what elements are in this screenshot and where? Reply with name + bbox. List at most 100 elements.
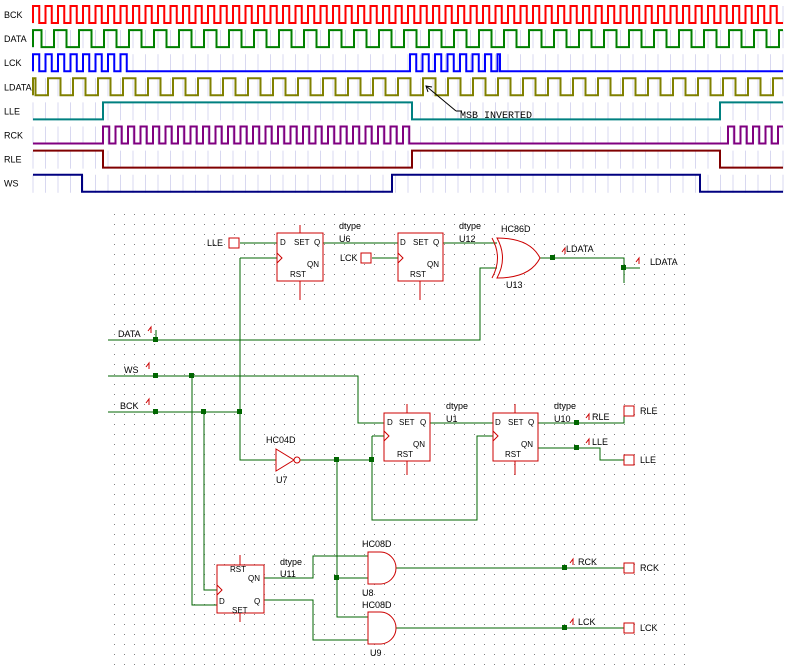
flipflop-u10[interactable]: D SET Q QN RST dtype U10 bbox=[492, 401, 576, 475]
svg-text:RST: RST bbox=[290, 270, 306, 279]
svg-text:QN: QN bbox=[427, 260, 439, 269]
flipflop-u11[interactable]: RST QN D Q SET dtype U11 bbox=[216, 555, 302, 622]
svg-text:QN: QN bbox=[248, 574, 260, 583]
flipflop-u12[interactable]: D SET Q QN RST dtype U12 bbox=[397, 221, 481, 300]
bck-input-port[interactable]: BCK bbox=[120, 397, 150, 411]
waveform-lle bbox=[33, 101, 783, 121]
xor-gate-u13[interactable]: HC86D U13 bbox=[491, 224, 541, 290]
junctions bbox=[153, 255, 626, 630]
svg-text:LDATA: LDATA bbox=[566, 244, 594, 254]
bck-input-label: BCK bbox=[120, 401, 139, 411]
timing-grid bbox=[32, 6, 784, 193]
ldata-output-port[interactable]: LDATA bbox=[635, 256, 678, 267]
flipflop-u6[interactable]: D SET Q QN RST dtype U6 bbox=[276, 221, 361, 300]
lck-output-port[interactable]: LCK bbox=[623, 622, 658, 634]
data-input-port[interactable]: DATA bbox=[118, 325, 152, 339]
waveform-rle bbox=[33, 149, 783, 169]
u12-type: dtype bbox=[459, 221, 481, 231]
signal-label-lle: LLE bbox=[4, 106, 20, 116]
lck-output-label: LCK bbox=[640, 623, 658, 633]
svg-text:RLE: RLE bbox=[592, 412, 610, 422]
rck-output-port[interactable]: RCK bbox=[623, 562, 659, 574]
u6-ref: U6 bbox=[339, 234, 351, 244]
lle-output-port[interactable]: LLE bbox=[623, 454, 656, 466]
signal-label-lck: LCK bbox=[4, 58, 22, 68]
svg-text:Q: Q bbox=[254, 597, 260, 606]
waveform-lck bbox=[32, 53, 783, 73]
svg-text:Q: Q bbox=[420, 418, 426, 427]
waveform-rck bbox=[33, 125, 783, 145]
signal-label-data: DATA bbox=[4, 34, 27, 44]
waveforms bbox=[32, 5, 783, 193]
rck-output-label: RCK bbox=[640, 563, 659, 573]
svg-text:SET: SET bbox=[294, 238, 310, 247]
wires bbox=[108, 233, 640, 641]
lck-input-label: LCK bbox=[340, 253, 358, 263]
u6-type: dtype bbox=[339, 221, 361, 231]
lle-net-label: LLE bbox=[585, 437, 608, 447]
u10-type: dtype bbox=[554, 401, 576, 411]
lle-output-label: LLE bbox=[640, 455, 656, 465]
svg-text:RST: RST bbox=[230, 565, 246, 574]
msb-inverted-label: MSB INVERTED bbox=[460, 111, 532, 122]
svg-text:SET: SET bbox=[413, 238, 429, 247]
svg-text:Q: Q bbox=[314, 238, 320, 247]
svg-text:D: D bbox=[495, 418, 501, 427]
svg-text:Q: Q bbox=[433, 238, 439, 247]
svg-text:LLE: LLE bbox=[592, 437, 608, 447]
svg-text:RST: RST bbox=[397, 450, 413, 459]
u9-type: HC08D bbox=[362, 600, 392, 610]
svg-text:SET: SET bbox=[508, 418, 524, 427]
ldata-net-label: LDATA bbox=[561, 244, 594, 254]
rck-net-label: RCK bbox=[569, 557, 597, 567]
inverter-u7[interactable]: HC04D U7 bbox=[266, 435, 301, 485]
and-gate-u9[interactable]: HC08D U9 bbox=[362, 600, 397, 658]
signal-label-ws: WS bbox=[4, 179, 19, 189]
svg-text:D: D bbox=[219, 597, 225, 606]
u13-type: HC86D bbox=[501, 224, 531, 234]
lck-net-label: LCK bbox=[569, 617, 596, 627]
signal-label-rck: RCK bbox=[4, 131, 23, 141]
u12-ref: U12 bbox=[459, 234, 476, 244]
lle-input-port[interactable]: LLE bbox=[207, 237, 240, 249]
u8-ref: U8 bbox=[362, 588, 374, 598]
waveform-data bbox=[32, 29, 783, 49]
waveform-ldata bbox=[32, 77, 783, 97]
svg-text:SET: SET bbox=[232, 606, 248, 615]
svg-text:RCK: RCK bbox=[578, 557, 597, 567]
lle-input-label: LLE bbox=[207, 238, 223, 248]
rle-output-port[interactable]: RLE bbox=[623, 405, 658, 417]
waveform-ws bbox=[33, 173, 783, 193]
ws-input-port[interactable]: WS bbox=[124, 361, 150, 375]
u9-ref: U9 bbox=[370, 648, 382, 658]
u1-type: dtype bbox=[446, 401, 468, 411]
u13-ref: U13 bbox=[506, 280, 523, 290]
u7-type: HC04D bbox=[266, 435, 296, 445]
svg-text:RST: RST bbox=[505, 450, 521, 459]
data-input-label: DATA bbox=[118, 329, 141, 339]
u11-ref: U11 bbox=[280, 569, 296, 579]
lck-input-port[interactable]: LCK bbox=[340, 252, 372, 264]
u1-ref: U1 bbox=[446, 414, 458, 424]
u11-type: dtype bbox=[280, 557, 302, 567]
svg-text:SET: SET bbox=[399, 418, 415, 427]
and-gate-u8[interactable]: HC08D U8 bbox=[362, 539, 397, 598]
signal-label-bck: BCK bbox=[4, 10, 23, 20]
svg-text:LCK: LCK bbox=[578, 617, 596, 627]
ws-input-label: WS bbox=[124, 365, 139, 375]
svg-text:QN: QN bbox=[413, 440, 425, 449]
u7-ref: U7 bbox=[276, 475, 288, 485]
flipflop-u1[interactable]: D SET Q QN RST dtype U1 bbox=[383, 401, 468, 475]
rle-net-label: RLE bbox=[585, 412, 610, 422]
u8-type: HC08D bbox=[362, 539, 392, 549]
ldata-output-label: LDATA bbox=[650, 257, 678, 267]
signal-label-ldata: LDATA bbox=[4, 82, 32, 92]
svg-text:D: D bbox=[280, 238, 286, 247]
waveform-bck bbox=[32, 5, 783, 24]
u10-ref: U10 bbox=[554, 414, 571, 424]
svg-text:D: D bbox=[387, 418, 393, 427]
svg-text:QN: QN bbox=[521, 440, 533, 449]
